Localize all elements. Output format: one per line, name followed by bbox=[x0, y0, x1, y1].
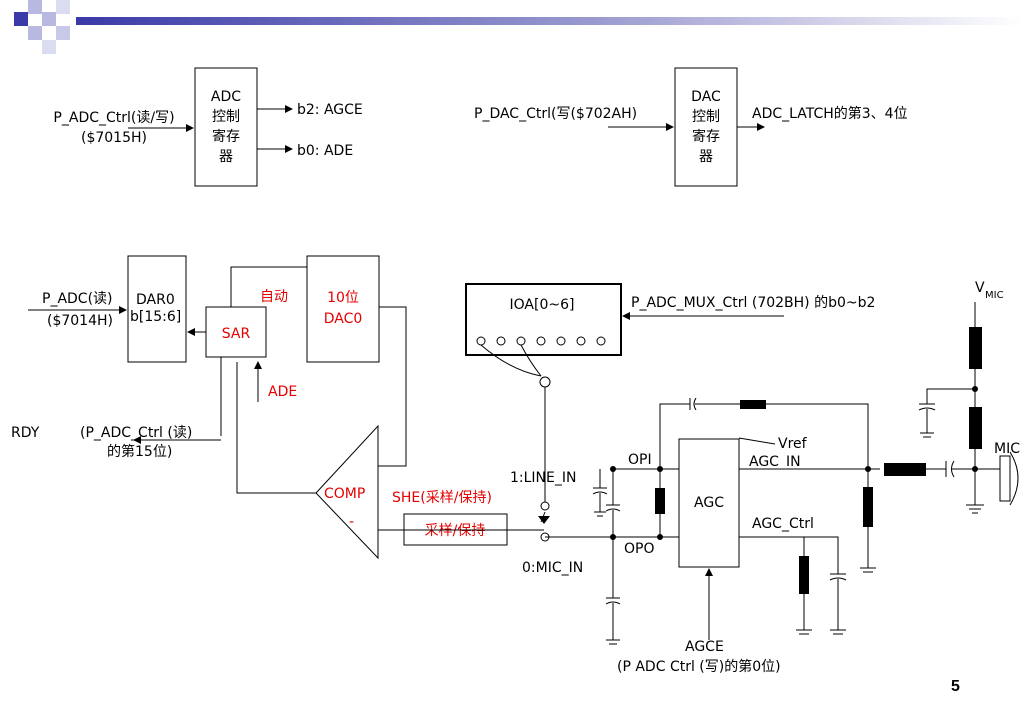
vmic-sub-label: MIC bbox=[985, 290, 1004, 301]
dac-ctrl-output-label: ADC_LATCH的第3、4位 bbox=[752, 105, 908, 122]
dac-box-line-4: 器 bbox=[699, 149, 713, 165]
adc-box-line-2: 控制 bbox=[212, 109, 240, 125]
dac0-label-1: 10位 bbox=[327, 290, 359, 306]
adc-box-line-1: ADC bbox=[211, 89, 241, 105]
agc-in-label: AGC_IN bbox=[749, 454, 801, 470]
dar0-label-2: b[15:6] bbox=[130, 309, 181, 325]
line-in-label: 1:LINE_IN bbox=[510, 470, 576, 486]
rdy-desc-1: (P_ADC_Ctrl (读) bbox=[80, 424, 192, 441]
ade-label: ADE bbox=[268, 384, 297, 400]
vref-label: Vref bbox=[778, 436, 808, 452]
agce-desc: (P ADC Ctrl (写)的第0位) bbox=[617, 658, 781, 675]
opi-label: OPI bbox=[628, 452, 652, 468]
dac-box-line-2: 控制 bbox=[692, 109, 720, 125]
sar-adc-section: P_ADC(读) ($7014H) DAR0 b[15:6] SAR 自动 10… bbox=[11, 255, 407, 494]
dac-control-register: DAC 控制 寄存 器 P_DAC_Ctrl(写($702AH) ADC_LAT… bbox=[474, 67, 908, 187]
opo-label: OPO bbox=[624, 541, 654, 557]
dac0-label-2: DAC0 bbox=[324, 311, 363, 327]
dar0-label-1: DAR0 bbox=[136, 292, 175, 308]
mic-section: V MIC MIC bbox=[884, 280, 1020, 514]
mic-in-label: 0:MIC_IN bbox=[522, 560, 583, 576]
sample-hold-box-label: 采样/保持 bbox=[425, 523, 486, 539]
sar-label: SAR bbox=[222, 326, 251, 342]
mic-label: MIC bbox=[994, 441, 1020, 457]
auto-label: 自动 bbox=[260, 289, 288, 305]
mux-section: IOA[0~6] P_ADC_MUX_Ctrl (702BH) 的b0~b2 1… bbox=[465, 283, 875, 576]
dac-box-line-1: DAC bbox=[691, 89, 721, 105]
header-decoration bbox=[14, 0, 1023, 54]
vmic-label: V bbox=[975, 280, 985, 296]
p-adc-read-label-1: P_ADC(读) bbox=[42, 290, 113, 307]
adc-ctrl-input-label-2: ($7015H) bbox=[81, 130, 147, 146]
adc-out-b2: b2: AGCE bbox=[297, 102, 363, 118]
adc-out-b0: b0: ADE bbox=[297, 143, 353, 159]
adc-box-line-3: 寄存 bbox=[212, 128, 240, 145]
agce-label: AGCE bbox=[685, 639, 724, 655]
adc-control-register: ADC 控制 寄存 器 P_ADC_Ctrl(读/写) ($7015H) b2:… bbox=[53, 67, 363, 187]
she-label: SHE(采样/保持) bbox=[392, 490, 492, 506]
rdy-desc-2: 的第15位) bbox=[107, 443, 172, 460]
comp-label-1: COMP bbox=[324, 486, 365, 502]
p-adc-read-label-2: ($7014H) bbox=[47, 313, 113, 329]
dac-box-line-3: 寄存 bbox=[692, 128, 720, 145]
adc-box-line-4: 器 bbox=[219, 149, 233, 165]
comp-label-2: - bbox=[349, 514, 354, 530]
ioa-label: IOA[0~6] bbox=[510, 297, 575, 313]
agc-section: AGC OPI OPO Vref AGC_IN AGC_Ctrl AGCE (P… bbox=[545, 397, 880, 675]
dac-ctrl-input-label: P_DAC_Ctrl(写($702AH) bbox=[474, 106, 637, 122]
rdy-label: RDY bbox=[11, 425, 40, 441]
comparator-section: COMP - SHE(采样/保持) 采样/保持 bbox=[315, 424, 544, 560]
agc-box-label: AGC bbox=[694, 495, 724, 511]
agc-ctrl-label: AGC_Ctrl bbox=[752, 516, 814, 532]
adc-ctrl-input-label-1: P_ADC_Ctrl(读/写) bbox=[53, 109, 174, 126]
page-number: 5 bbox=[951, 678, 960, 695]
mux-ctrl-label: P_ADC_MUX_Ctrl (702BH) 的b0~b2 bbox=[631, 295, 875, 311]
